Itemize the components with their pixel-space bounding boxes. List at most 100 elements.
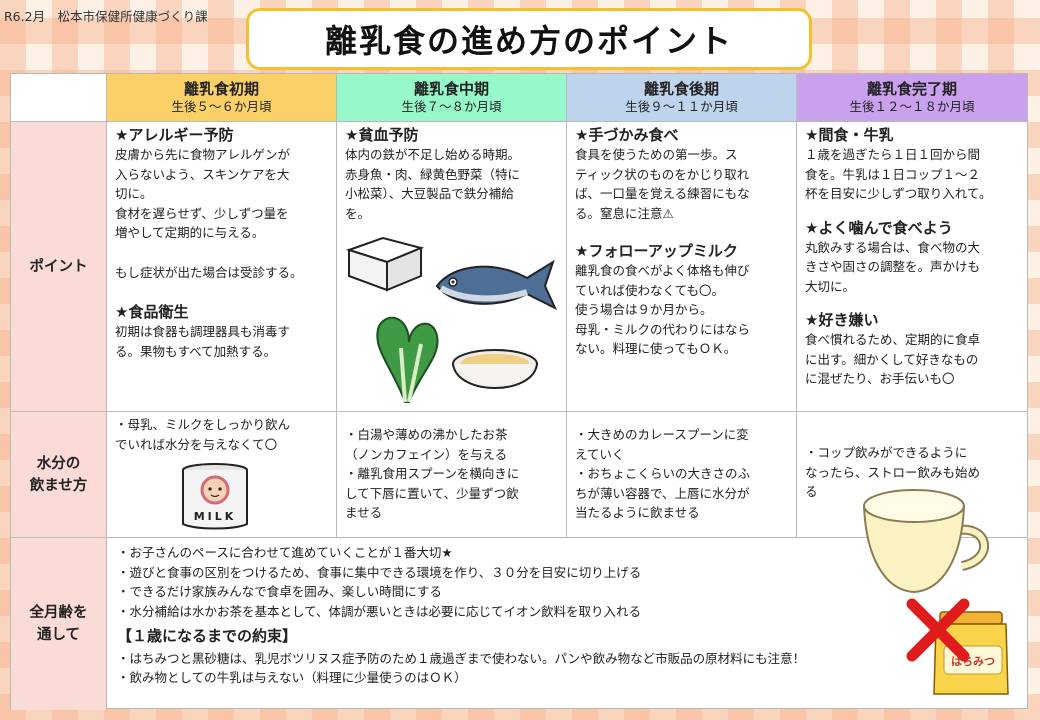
column-header-mid: 離乳食中期 生後７～８か月頃 xyxy=(337,74,567,122)
point-text: 入らないよう、スキンケアを大 xyxy=(115,166,290,182)
point-text: きさや固さの調整を。声かけも xyxy=(805,259,981,274)
bullet-text: ・できるだけ家族みんなで食卓を囲み、楽しい時間にする xyxy=(117,584,442,599)
point-text: る。果物もすべて加熱する。 xyxy=(115,343,277,359)
column-header-early: 離乳食初期 生後５～６か月頃 xyxy=(107,74,337,122)
point-text: 小松菜）、大豆製品で鉄分補給 xyxy=(345,186,514,201)
column-age: 生後７～８か月頃 xyxy=(401,99,502,114)
point-heading: ★フォローアップミルク xyxy=(575,242,738,260)
point-heading: ★アレルギー予防 xyxy=(115,126,234,144)
water-mid: ・白湯や薄めの沸かしたお茶 （ノンカフェイン）を与える ・離乳食用スプーンを横向… xyxy=(337,412,567,538)
point-complete: ★間食・牛乳 １歳を過ぎたら１日１回から間 食を。牛乳は１日コップ１～２ 杯を目… xyxy=(797,122,1027,412)
water-text: 当たるように飲ませる xyxy=(575,505,700,520)
point-text: もし症状が出た場合は受診する。 xyxy=(115,264,303,280)
point-heading: ★好き嫌い xyxy=(805,311,879,329)
point-heading: ★食品衛生 xyxy=(115,303,189,321)
point-text: 使う場合は９か月から。 xyxy=(575,302,713,317)
point-text: 離乳食の食べがよく体格も伸び xyxy=(575,263,750,278)
water-early: ・母乳、ミルクをしっかり飲ん でいれば水分を与えなくて〇 MILK xyxy=(107,412,337,538)
point-text: を。 xyxy=(345,205,371,221)
page-title: 離乳食の進め方のポイント xyxy=(246,8,812,70)
point-text: 切に。 xyxy=(115,186,153,201)
corner-cell xyxy=(11,74,107,122)
column-header-complete: 離乳食完了期 生後１２～１８か月頃 xyxy=(797,74,1027,122)
point-text: 杯を目安に少しずつ取り入れて。 xyxy=(805,186,992,201)
row-label-all-ages: 全月齢を通して xyxy=(11,538,107,710)
row-label-line: 水分の xyxy=(36,455,81,472)
point-text: る。窒息に注意⚠ xyxy=(575,205,674,221)
point-text: に出す。細かくして好きなもの xyxy=(805,351,979,367)
water-text: ・離乳食用スプーンを横向きに xyxy=(345,466,520,481)
point-text: 体内の鉄が不足し始める時期。 xyxy=(345,147,521,162)
komatsuna-illustration xyxy=(376,316,439,403)
milk-label: MILK xyxy=(194,510,237,523)
point-text: ティック状のものをかじり取れ xyxy=(575,166,750,182)
point-late: ★手づかみ食べ 食具を使うための第一歩。ス ティック状のものをかじり取れ ば、一… xyxy=(567,122,797,412)
water-text: ・白湯や薄めの沸かしたお茶 xyxy=(345,427,508,442)
point-text: に混ぜたり、お手伝いも〇 xyxy=(805,371,955,386)
row-label-line: 飲ませ方 xyxy=(29,477,88,494)
column-age: 生後９～１１か月頃 xyxy=(625,99,738,114)
water-text: でいれば水分を与えなくて〇 xyxy=(115,436,278,452)
column-name: 離乳食後期 xyxy=(643,80,719,98)
milk-can-illustration: MILK xyxy=(182,463,248,530)
honey-jar-illustration: はちみつ xyxy=(906,598,1009,695)
point-heading: ★間食・牛乳 xyxy=(805,126,894,144)
water-text: ・母乳、ミルクをしっかり飲ん xyxy=(115,417,291,432)
point-text: 増やして定期的に与える。 xyxy=(115,225,265,240)
column-name: 離乳食完了期 xyxy=(866,80,957,98)
water-text: る xyxy=(805,484,818,499)
column-header-late: 離乳食後期 生後９～１１か月頃 xyxy=(567,74,797,122)
row-label-point: ポイント xyxy=(11,122,107,412)
guide-table: 離乳食初期 生後５～６か月頃 離乳食中期 生後７～８か月頃 離乳食後期 生後９～… xyxy=(10,73,1028,710)
point-early: ★アレルギー予防 皮膚から先に食物アレルゲンが 入らないよう、スキンケアを大 切… xyxy=(107,122,337,412)
soy-powder-bowl-illustration xyxy=(452,349,538,389)
point-heading: ★貧血予防 xyxy=(345,126,419,144)
bullet-text: ・お子さんのペースに合わせて進めていくことが１番大切★ xyxy=(117,545,453,560)
point-text: ていれば使わなくても〇。 xyxy=(575,282,725,298)
bullet-text: ・水分補給は水かお茶を基本として、体調が悪いときは必要に応じてイオン飲料を取り入… xyxy=(117,603,642,619)
point-heading: ★よく噛んで食べよう xyxy=(805,218,953,237)
point-mid: ★貧血予防 体内の鉄が不足し始める時期。 赤身魚・肉、緑黄色野菜（特に 小松菜）… xyxy=(337,122,567,412)
row-label-line: 全月齢を xyxy=(29,605,88,621)
point-text: 赤身魚・肉、緑黄色野菜（特に xyxy=(345,166,521,182)
header-note: R6.2月 松本市保健所健康づくり課 xyxy=(4,9,208,24)
water-late: ・大きめのカレースプーンに変 えていく ・おちょこくらいの大きさのふ ちが薄い容… xyxy=(567,412,797,538)
water-text: して下唇に置いて、少量ずつ飲 xyxy=(345,485,519,501)
cup-illustration xyxy=(862,489,989,594)
water-text: （ノンカフェイン）を与える xyxy=(345,446,508,462)
point-text: 食材を遅らせず、少しずつ量を xyxy=(115,205,289,221)
point-text: 食具を使うための第一歩。ス xyxy=(575,147,738,162)
fish-illustration xyxy=(435,259,558,311)
point-text: 食を。牛乳は１日コップ１～２ xyxy=(805,166,981,182)
point-text: 母乳・ミルクの代わりにはなら xyxy=(575,321,751,337)
water-text: ・おちょこくらいの大きさのふ xyxy=(575,466,751,481)
row-label-water: 水分の飲ませ方 xyxy=(11,412,107,538)
water-text: なったら、ストロー飲みも始め xyxy=(805,464,981,480)
point-heading: ★手づかみ食べ xyxy=(575,126,679,144)
row-label-line: 通して xyxy=(36,627,81,643)
bullet-text: ・はちみつと黒砂糖は、乳児ボツリヌス症予防のため１歳過ぎまで使わない。パンや飲み… xyxy=(117,650,806,666)
point-text: １歳を過ぎたら１日１回から間 xyxy=(805,147,981,162)
promise-heading: 【１歳になるまでの約束】 xyxy=(117,627,298,645)
point-text: 皮膚から先に食物アレルゲンが xyxy=(115,147,291,162)
column-age: 生後５～６か月頃 xyxy=(171,99,272,114)
bullet-text: ・飲み物としての牛乳は与えない（料理に少量使うのはＯＫ） xyxy=(117,670,467,685)
water-text: えていく xyxy=(575,446,625,462)
tofu-illustration xyxy=(345,236,425,292)
all-ages-content: ・お子さんのペースに合わせて進めていくことが１番大切★ ・遊びと食事の区別をつけ… xyxy=(107,538,1027,710)
column-age: 生後１２～１８か月頃 xyxy=(849,99,975,114)
water-text: ませる xyxy=(345,505,383,520)
water-text: ・大きめのカレースプーンに変 xyxy=(575,427,749,442)
bullet-text: ・遊びと食事の区別をつけるため、食事に集中できる環境を作り、３０分を目安に切り上… xyxy=(117,564,642,580)
point-text: 初期は食器も調理器具も消毒す xyxy=(115,324,291,339)
water-text: ちが薄い容器で、上唇に水分が xyxy=(575,485,750,501)
point-text: 丸飲みする場合は、食べ物の大 xyxy=(805,239,981,255)
column-name: 離乳食初期 xyxy=(183,80,259,98)
water-text: ・コップ飲みができるように xyxy=(805,445,968,460)
column-name: 離乳食中期 xyxy=(413,80,489,98)
point-text: 食べ慣れるため、定期的に食卓 xyxy=(805,332,981,347)
point-text: ない。料理に使ってもＯＫ。 xyxy=(575,341,737,356)
water-complete: ・コップ飲みができるように なったら、ストロー飲みも始め る xyxy=(797,412,1027,538)
point-text: ば、一口量を覚える練習にもな xyxy=(575,186,750,201)
point-text: 大切に。 xyxy=(805,278,856,294)
